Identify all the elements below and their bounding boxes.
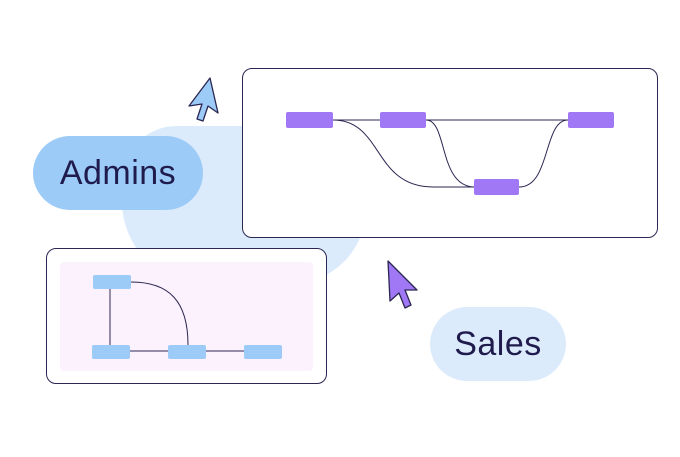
workflow-node: [92, 345, 130, 359]
admins-label-pill: Admins: [33, 136, 203, 210]
workflow-node: [244, 345, 282, 359]
sales-label: Sales: [454, 324, 542, 363]
workflow-connector: [332, 119, 475, 188]
workflow-node: [474, 179, 519, 195]
large-workflow-diagram: [286, 112, 614, 195]
workflow-node: [93, 275, 131, 289]
pointer-arrow-icon: [387, 260, 418, 309]
workflow-node: [568, 112, 614, 128]
small-workflow-diagram: [92, 275, 282, 359]
large-workflow-panel: [242, 68, 658, 238]
workflow-node: [380, 112, 426, 128]
workflow-connector: [518, 119, 569, 188]
sales-label-pill: Sales: [430, 307, 566, 381]
admins-label: Admins: [59, 153, 177, 192]
small-workflow-panel: [46, 248, 327, 384]
pointer-arrow-icon: [188, 77, 219, 122]
workflow-connector: [130, 281, 189, 346]
workflow-node: [286, 112, 333, 128]
workflow-node: [168, 345, 206, 359]
workflow-connector: [425, 119, 476, 188]
